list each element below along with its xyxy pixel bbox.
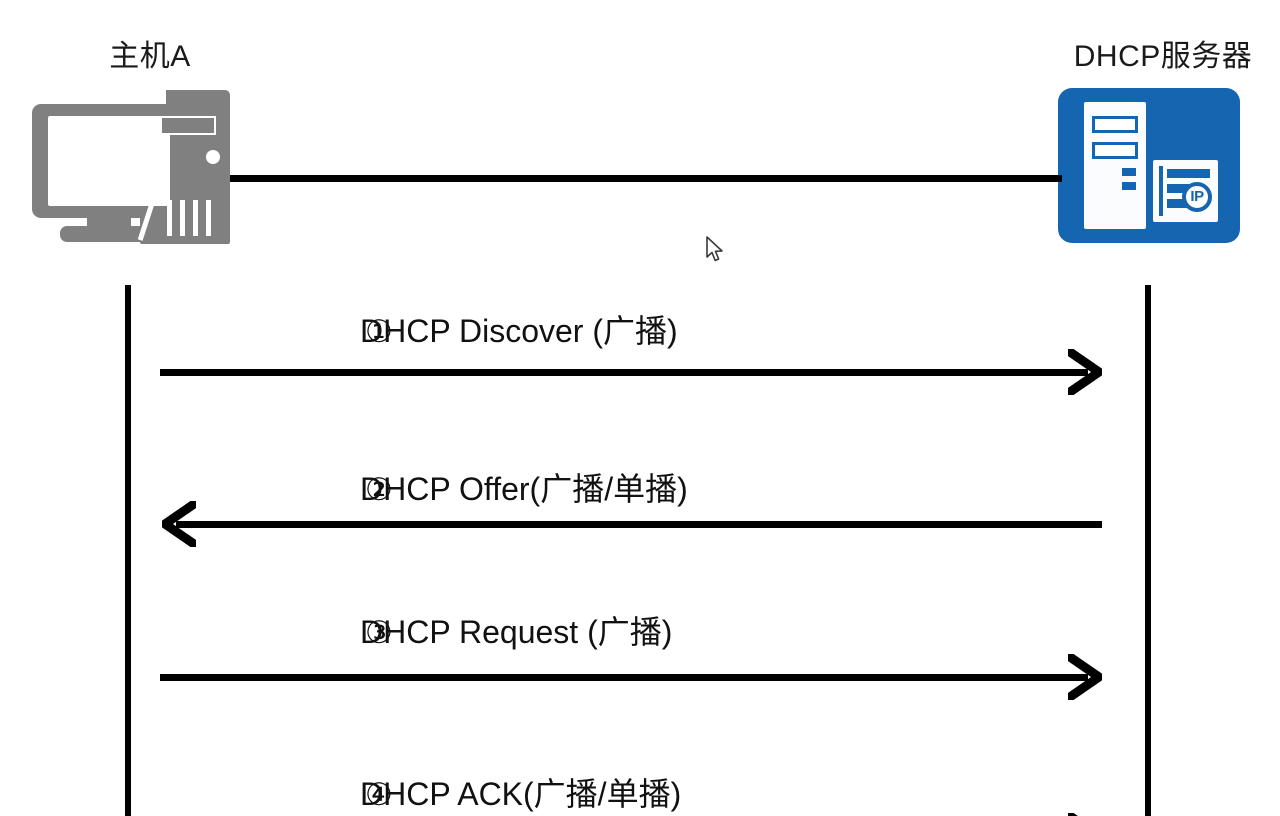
ip-badge: IP xyxy=(1182,182,1212,212)
card-text-line xyxy=(1167,199,1189,208)
message-arrow-shaft xyxy=(176,520,1102,528)
server-slot-bar xyxy=(1092,116,1138,133)
server-led-indicator xyxy=(1122,182,1136,190)
desktop-computer-icon xyxy=(28,90,238,250)
message-step-number: ① xyxy=(365,314,393,349)
pc-monitor-bezel xyxy=(32,104,186,218)
message-step-number: ③ xyxy=(365,615,393,650)
server-slot-bar xyxy=(1092,142,1138,159)
network-link-line xyxy=(230,175,1062,182)
pc-vent-slit xyxy=(167,200,172,236)
card-spine xyxy=(1159,166,1163,216)
server-lifeline xyxy=(1145,285,1151,816)
message-label: DHCP ACK(广播/单播) xyxy=(360,776,682,812)
card-text-line xyxy=(1167,184,1197,193)
pc-monitor-screen xyxy=(48,116,170,206)
ip-lease-card-icon: IP xyxy=(1153,160,1218,222)
message-step-number: ② xyxy=(365,472,393,507)
pc-power-button-icon xyxy=(206,150,220,164)
server-led-indicator xyxy=(1122,168,1136,176)
pc-monitor-neck xyxy=(87,216,131,228)
dhcp-server-icon: IP xyxy=(1058,88,1240,243)
host-node-label: 主机A xyxy=(109,40,191,73)
message-label: DHCP Discover (广播) xyxy=(360,313,678,349)
card-text-line xyxy=(1167,169,1210,178)
pc-vent-slit xyxy=(193,200,198,236)
host-lifeline xyxy=(125,285,131,816)
message-arrow-shaft xyxy=(160,673,1088,681)
message-label: DHCP Offer(广播/单播) xyxy=(360,471,688,507)
pc-drive-bay xyxy=(160,116,216,135)
pc-monitor-base xyxy=(60,226,160,242)
mouse-pointer-icon xyxy=(706,236,728,266)
pc-vent-slit xyxy=(206,200,211,236)
pc-vent-slit xyxy=(180,200,185,236)
server-node-label: DHCP服务器 xyxy=(1073,40,1253,73)
message-arrow-shaft xyxy=(160,368,1088,376)
message-step-number: ④ xyxy=(365,777,393,812)
server-tower-shape xyxy=(1084,102,1146,229)
message-label: DHCP Request (广播) xyxy=(360,614,673,650)
